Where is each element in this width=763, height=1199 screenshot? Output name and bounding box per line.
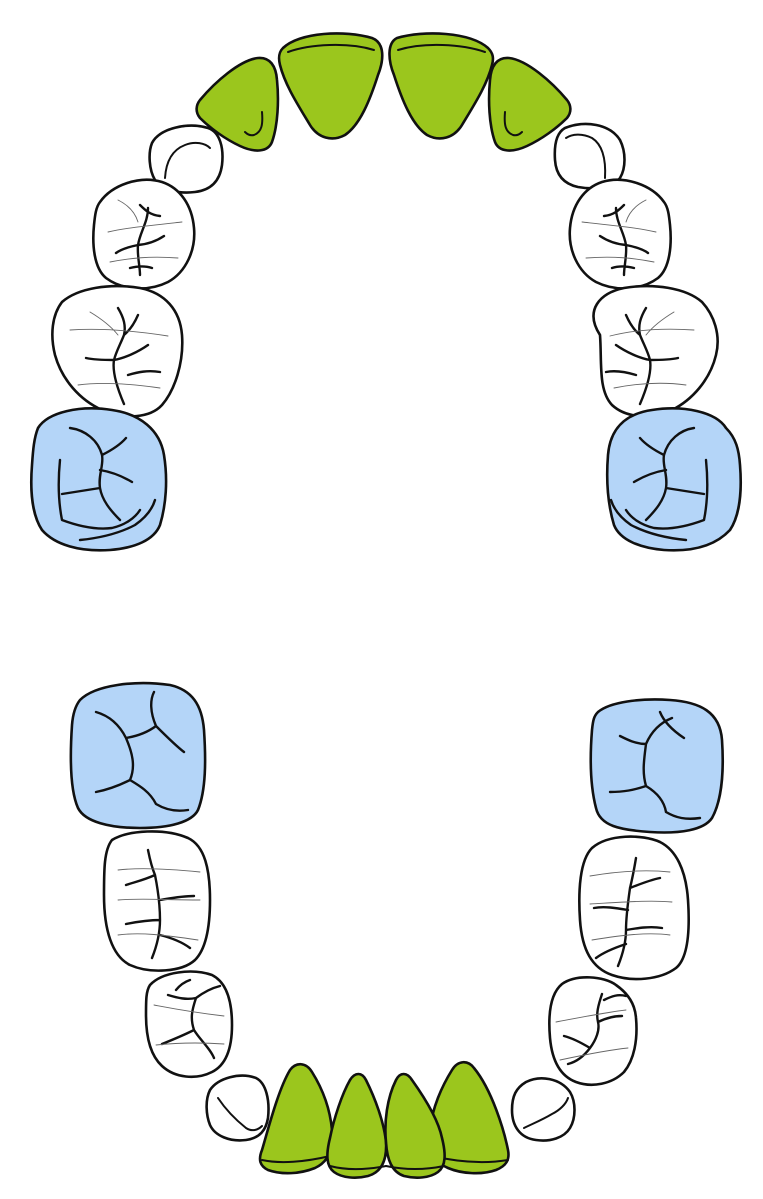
upper-first-premolar-left[interactable] [570, 180, 671, 289]
lower-second-premolar-left[interactable] [579, 837, 688, 979]
lower-first-molar-right[interactable] [71, 683, 205, 828]
lower-second-premolar-right[interactable] [104, 831, 210, 970]
upper-first-molar-right[interactable] [31, 408, 166, 550]
lower-first-molar-left[interactable] [591, 700, 723, 833]
lower-first-premolar-right[interactable] [146, 972, 232, 1077]
lower-canine-right[interactable] [207, 1076, 269, 1141]
upper-first-premolar-right[interactable] [93, 180, 194, 289]
lower-first-premolar-left[interactable] [549, 977, 636, 1084]
lower-canine-left[interactable] [512, 1078, 575, 1140]
upper-first-molar-left[interactable] [607, 408, 740, 550]
